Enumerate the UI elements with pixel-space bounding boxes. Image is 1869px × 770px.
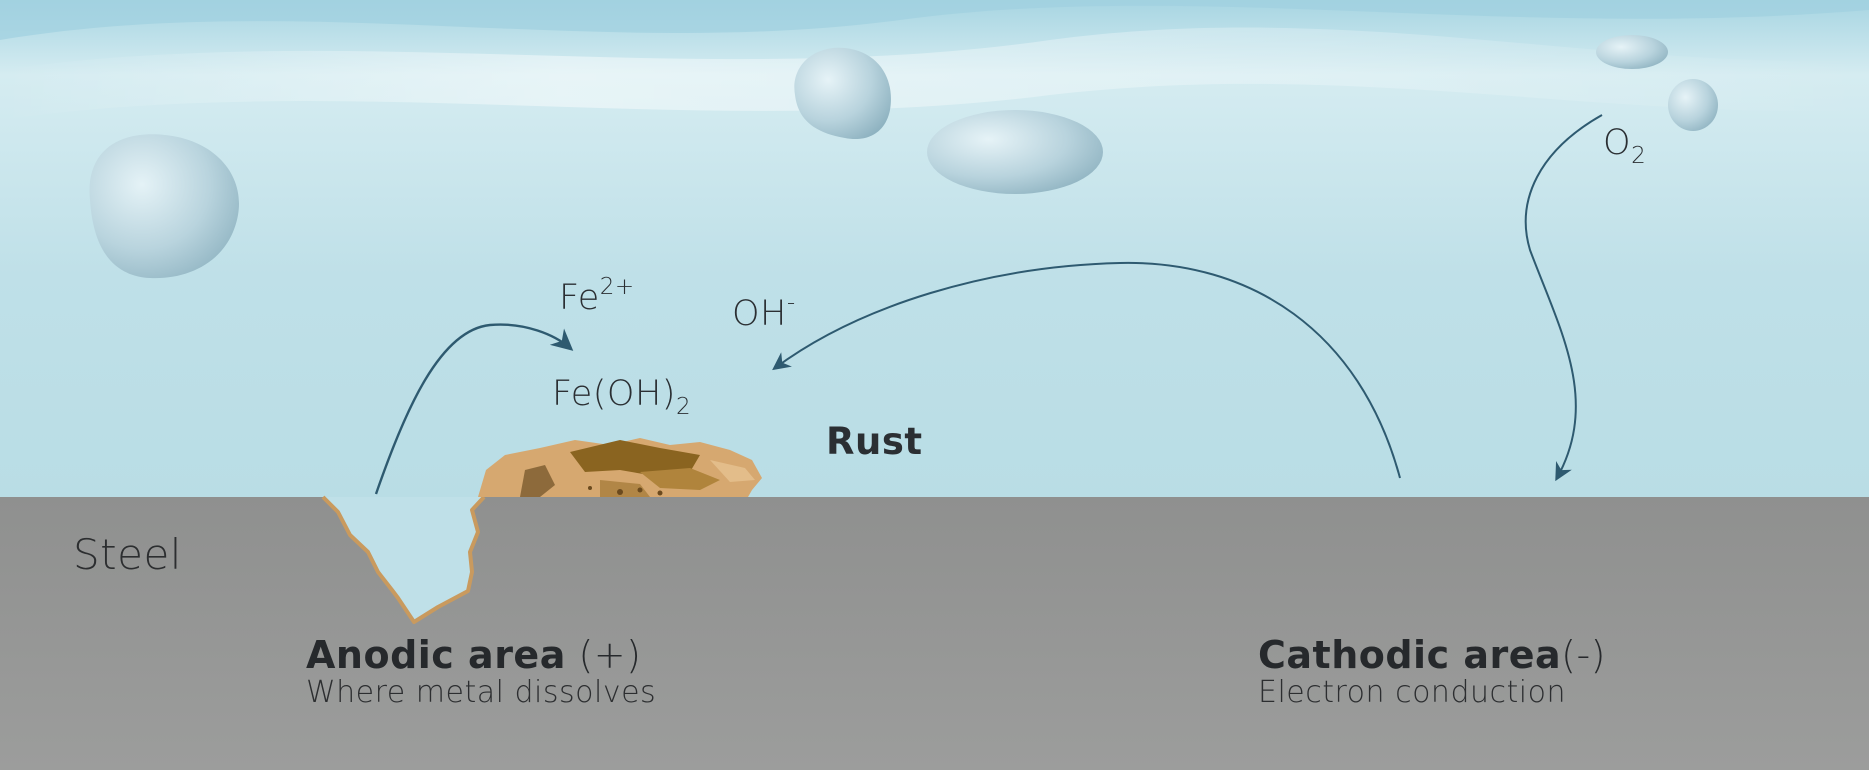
rust-label: Rust [826,420,923,463]
water-highlight [0,0,1869,40]
anodic-area-title: Anodic area [306,633,566,677]
cathodic-area-heading: Cathodic area(-) [1258,633,1606,677]
steel-body [0,497,1869,770]
oxygen-label: O2 [1603,123,1647,169]
anodic-area-description: Where metal dissolves [306,675,657,710]
cathodic-area-description: Electron conduction [1258,675,1566,710]
pit-water [323,497,484,622]
anodic-area-sign: (+) [565,633,642,677]
cathodic-area-title: Cathodic area [1258,633,1562,677]
steel-label: Steel [73,530,182,579]
water-droplet-icon [927,110,1103,194]
hydroxide-ion-label: OH- [732,290,796,335]
iron-hydroxide-label: Fe(OH)2 [552,374,692,420]
water-droplet-icon [89,134,240,279]
curved-arrow-icon [1524,114,1603,482]
water-droplet-icon [1596,35,1668,69]
curved-arrow-icon [772,261,1401,479]
anodic-area-heading: Anodic area (+) [306,633,641,677]
pit-edge [321,495,486,624]
rust-deposit [478,438,762,497]
water-droplet-icon [1668,79,1718,131]
water-droplet-icon [794,47,891,140]
cathodic-area-sign: (-) [1561,633,1607,677]
fe2-ion-label: Fe2+ [559,274,635,319]
curved-arrow-icon [374,323,574,495]
water-wave [0,27,1869,121]
